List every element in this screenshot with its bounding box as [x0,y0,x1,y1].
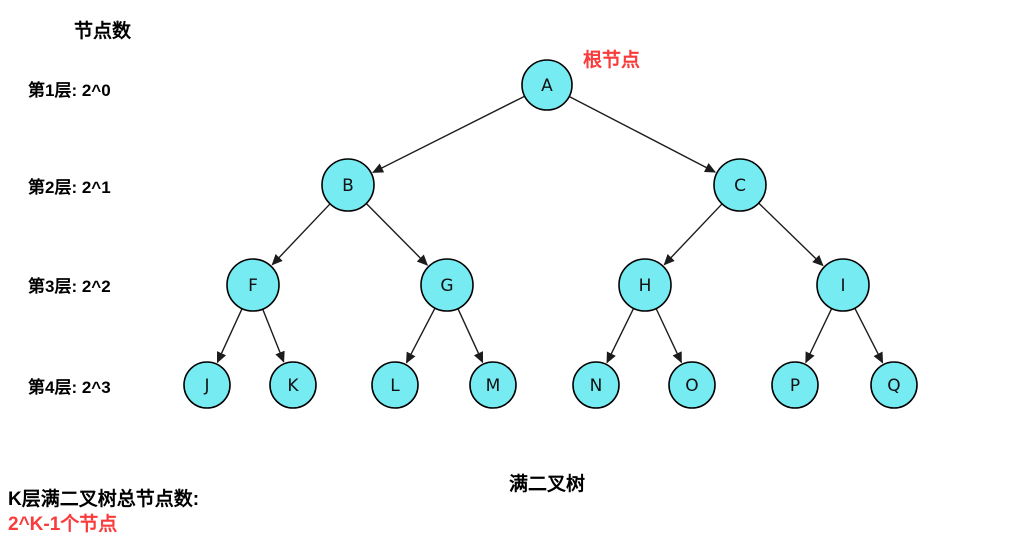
tree-node-label: B [342,176,354,196]
tree-node-Q: Q [870,361,918,409]
footer-note: K层满二叉树总节点数: 2^K-1个节点 [8,487,199,537]
tree-edge-G-M [457,308,484,364]
node-count-title: 节点数 [74,21,132,42]
tree-node-label: P [790,376,800,396]
tree-node-label: F [248,276,258,296]
diagram-caption: 满二叉树 [508,474,585,495]
tree-node-I: I [816,258,870,312]
tree-edge-H-O [655,308,683,364]
footer-formula-value: 2^K-1个节点 [8,514,118,535]
tree-node-label: Q [887,376,900,396]
root-annotation: 根节点 [583,50,641,71]
tree-edge-F-J [216,308,243,364]
level-label-1: 第1层: 2^0 [28,81,111,100]
tree-edge-A-C [568,95,716,173]
level-label-2: 第2层: 2^1 [28,178,111,197]
tree-node-J: J [183,361,231,409]
tree-node-G: G [420,258,474,312]
tree-edge-B-F [271,203,331,266]
tree-edge-G-L [405,307,436,364]
tree-edge-A-B [372,95,526,174]
tree-node-label: L [390,376,400,396]
tree-node-P: P [771,361,819,409]
tree-edge-B-G [365,203,429,266]
level-label-3: 第3层: 2^2 [28,277,111,296]
tree-node-O: O [668,361,716,409]
level-label-4: 第4层: 2^3 [28,378,111,397]
tree-node-label: K [287,376,299,396]
tree-node-F: F [226,258,280,312]
tree-node-H: H [618,258,672,312]
tree-edge-F-K [262,308,285,363]
tree-node-label: N [590,376,603,396]
tree-node-label: A [541,76,553,96]
tree-node-B: B [321,158,375,212]
tree-edge-C-H [663,203,723,266]
tree-edge-I-Q [854,307,884,364]
tree-node-N: N [572,361,620,409]
tree-node-C: C [713,158,767,212]
tree-node-label: M [486,376,501,396]
footer-formula-label: K层满二叉树总节点数: [8,489,200,510]
tree-node-label: G [440,276,453,296]
tree-node-A: A [521,59,573,111]
tree-node-label: C [734,176,746,196]
tree-node-label: J [203,376,209,396]
tree-edge-C-I [758,202,824,267]
tree-edge-H-N [606,307,635,364]
tree-node-label: H [639,276,652,296]
tree-node-M: M [469,361,517,409]
tree-node-label: I [840,276,845,296]
tree-edge-I-P [805,308,833,364]
tree-node-label: O [685,376,698,396]
tree-node-L: L [371,361,419,409]
tree-node-K: K [269,361,317,409]
